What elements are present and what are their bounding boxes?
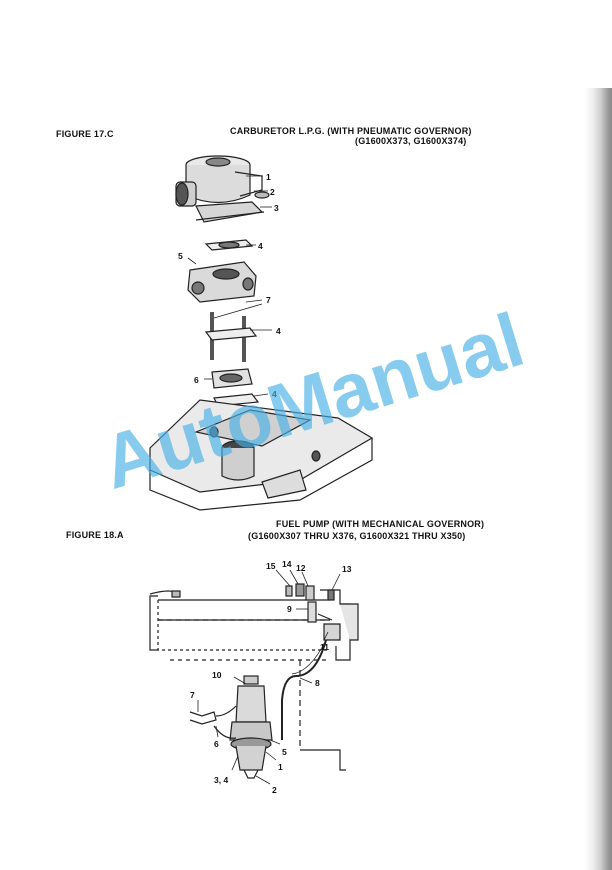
fuel-pump-diagram	[149, 583, 359, 779]
callout-1: 1	[278, 762, 283, 772]
carburetor-leader-lines	[187, 175, 272, 397]
callout-11: 11	[320, 642, 329, 652]
figure-17c-title: CARBURETOR L.P.G. (WITH PNEUMATIC GOVERN…	[230, 126, 472, 136]
callout-14: 14	[282, 559, 292, 569]
callout-10: 10	[212, 670, 222, 680]
figure-17c-models: (G1600X373, G1600X374)	[355, 136, 467, 146]
callout-13: 13	[342, 564, 352, 574]
fuel-pump-leader-lines	[197, 569, 341, 785]
callout-5: 5	[178, 251, 183, 261]
figure-18a-label: FIGURE 18.A	[66, 530, 124, 540]
callout-7: 7	[190, 690, 195, 700]
callout-2: 2	[272, 785, 277, 795]
callout-8: 8	[315, 678, 320, 688]
carburetor-callouts: 1 2 3 4 5 7 4 6 4	[178, 172, 281, 399]
callout-1: 1	[266, 172, 271, 182]
page-binding-shadow	[584, 88, 612, 870]
figure-18a-models: (G1600X307 THRU X376, G1600X321 THRU X35…	[248, 531, 466, 541]
figure-17c-label: FIGURE 17.C	[56, 129, 114, 139]
carburetor-exploded-diagram	[149, 155, 374, 511]
fuel-pump-callouts: 15 14 12 13 9 11 8 10 7 6 5 1 3, 4 2	[190, 559, 352, 795]
callout-4: 4	[276, 326, 281, 336]
callout-6: 6	[214, 739, 219, 749]
callout-4: 4	[272, 389, 277, 399]
callout-9: 9	[287, 604, 292, 614]
callout-7: 7	[266, 295, 271, 305]
callout-12: 12	[296, 563, 306, 573]
callout-5: 5	[282, 747, 287, 757]
callout-4: 4	[258, 241, 263, 251]
callout-6: 6	[194, 375, 199, 385]
callout-2: 2	[270, 187, 275, 197]
callout-3: 3	[274, 203, 279, 213]
figure-18a-title: FUEL PUMP (WITH MECHANICAL GOVERNOR)	[276, 519, 485, 529]
callout-3-4: 3, 4	[214, 775, 228, 785]
callout-15: 15	[266, 561, 276, 571]
